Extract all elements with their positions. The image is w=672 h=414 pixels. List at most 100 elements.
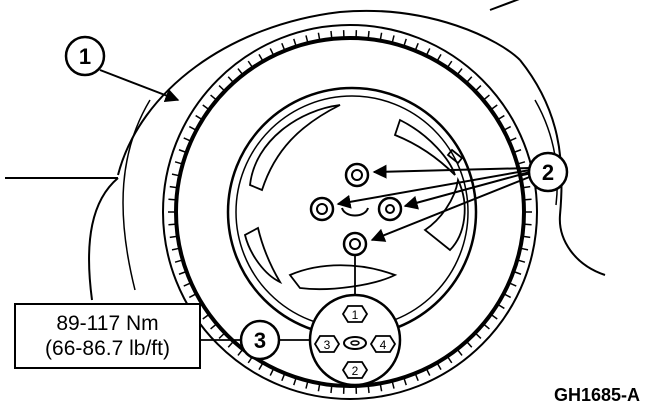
tread-tick [482, 94, 490, 101]
sequence-nut-2: 2 [341, 361, 369, 379]
tread-tick [330, 30, 333, 40]
tightening-sequence-inset: 1 2 3 4 [308, 293, 402, 387]
sequence-nut-1: 1 [341, 305, 369, 323]
tread-tick [490, 104, 498, 111]
leader-callout-2-left [336, 169, 531, 209]
tread-tick [195, 114, 203, 121]
tread-tick [503, 125, 512, 131]
tread-tick [330, 384, 333, 394]
svg-text:2: 2 [352, 364, 359, 378]
tread-tick [391, 380, 395, 389]
figure-id: GH1685-A [553, 385, 640, 405]
tread-tick [174, 259, 183, 263]
valve-stem [446, 148, 464, 165]
tread-tick [258, 362, 264, 370]
torque-imperial: (66-86.7 lb/ft) [45, 337, 170, 360]
svg-text:3: 3 [324, 338, 331, 352]
tread-tick [168, 223, 177, 226]
tire-tread-ticks [168, 30, 532, 394]
tread-tick [281, 42, 286, 51]
tread-tick [168, 198, 177, 201]
tread-tick [367, 30, 370, 40]
tread-tick [379, 383, 383, 392]
tread-tick [497, 303, 505, 310]
tread-tick [218, 332, 226, 339]
tread-tick [456, 68, 463, 76]
tread-tick [446, 355, 453, 364]
tread-tick [317, 383, 321, 392]
leader-callout-2-top [372, 164, 531, 179]
tread-tick [436, 362, 442, 370]
tread-tick [490, 313, 498, 320]
spoke-opening-upper-left [249, 104, 341, 192]
tread-tick [508, 282, 517, 287]
tread-tick [171, 247, 180, 251]
tread-tick [367, 384, 370, 394]
tread-tick [202, 313, 210, 320]
callout-2-number: 2 [542, 160, 554, 185]
sequence-nut-3: 3 [313, 335, 341, 353]
tread-tick [188, 293, 197, 299]
tread-tick [183, 137, 192, 142]
tread-tick [247, 60, 254, 69]
fender-right-edge [519, 59, 606, 276]
tread-tick [293, 377, 297, 386]
spoke-opening-upper-right [393, 118, 456, 176]
spoke-opening-lower [288, 264, 398, 291]
tread-tick [379, 32, 383, 41]
body-curve-left [88, 177, 119, 301]
tread-tick [305, 35, 309, 44]
tread-tick [513, 149, 522, 154]
lug-nut-left [309, 196, 335, 222]
tread-tick [508, 137, 517, 142]
tread-tick [520, 247, 529, 251]
tread-tick [522, 235, 531, 239]
tread-tick [258, 54, 264, 62]
tread-tick [425, 368, 431, 376]
tread-tick [403, 377, 407, 386]
fender-right-inner [534, 99, 559, 206]
tread-tick [210, 94, 218, 101]
leader-callout-2-bottom [370, 175, 533, 242]
tread-tick [178, 270, 187, 275]
tread-tick [178, 149, 187, 154]
callout-1-number: 1 [79, 44, 91, 69]
tread-tick [436, 54, 442, 62]
tread-tick [218, 85, 226, 92]
lug-nut-right [377, 196, 403, 222]
tread-tick [202, 104, 210, 111]
spoke-opening-right [423, 176, 466, 252]
tread-tick [446, 60, 453, 69]
torque-spec-box: 89-117 Nm (66-86.7 lb/ft) [14, 303, 201, 369]
tread-tick [474, 85, 482, 92]
tread-tick [269, 48, 275, 56]
svg-text:4: 4 [380, 338, 387, 352]
tread-tick [523, 223, 532, 226]
tread-tick [391, 35, 395, 44]
tread-tick [237, 348, 244, 356]
tread-tick [269, 368, 275, 376]
tread-tick [169, 185, 178, 189]
callout-2: 2 [527, 151, 569, 193]
tread-tick [517, 161, 526, 165]
tread-tick [227, 340, 235, 348]
tread-tick [183, 282, 192, 287]
tread-tick [403, 38, 407, 47]
tread-tick [414, 42, 419, 51]
leader-callout-1 [99, 69, 180, 103]
tread-tick [210, 323, 218, 330]
sequence-center-hub [343, 336, 367, 350]
center-cap [341, 207, 369, 217]
callout-1: 1 [64, 35, 106, 77]
tread-tick [465, 76, 473, 84]
tread-tick [174, 161, 183, 165]
tread-tick [517, 259, 526, 263]
svg-text:1: 1 [352, 308, 359, 322]
callout-3: 3 [239, 319, 281, 361]
sequence-nut-4: 4 [369, 335, 397, 353]
fender-lip [489, 0, 520, 11]
tread-tick [456, 348, 463, 356]
tread-tick [237, 68, 244, 76]
tread-tick [513, 270, 522, 275]
